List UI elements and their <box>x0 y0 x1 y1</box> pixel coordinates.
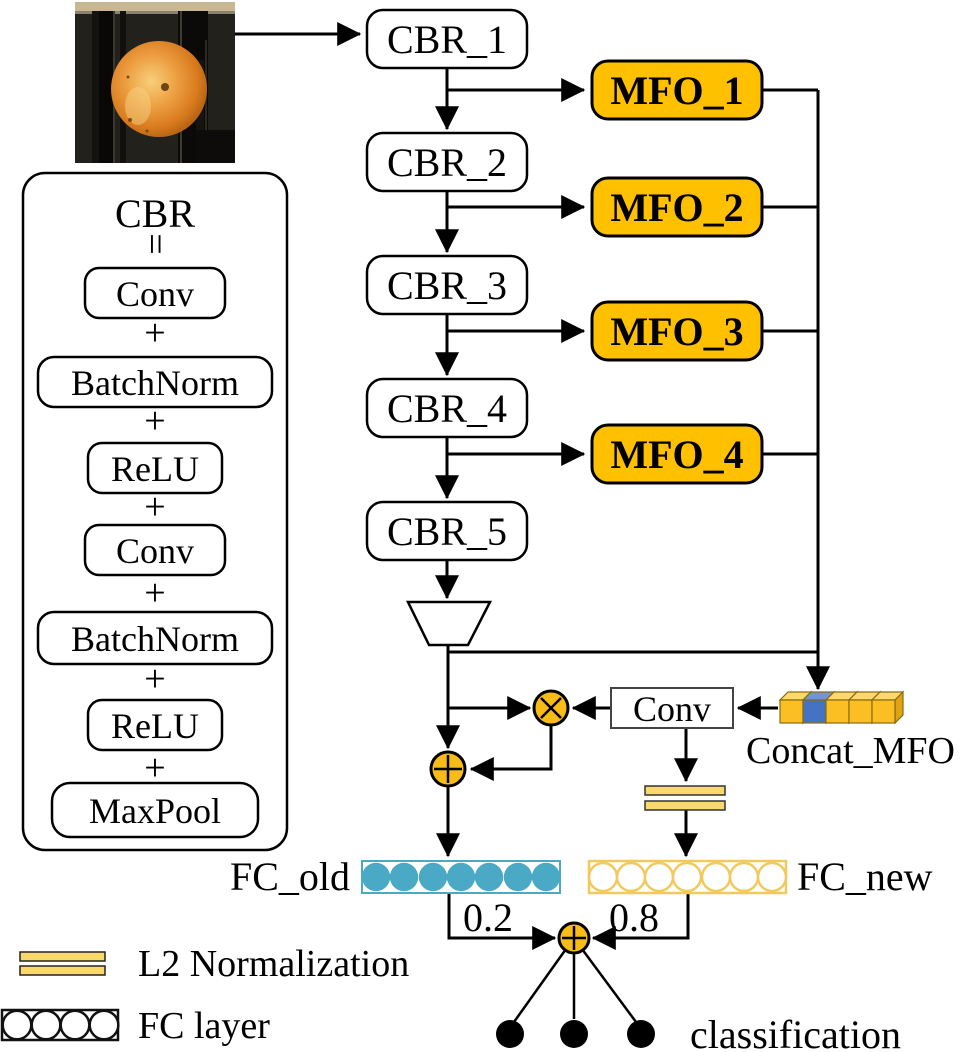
legend-pill-maxpool <box>50 781 260 839</box>
plus-sign-3: + <box>144 486 165 528</box>
cbr-legend-box: CBR = Conv + BatchNorm + ReLU + Conv + B… <box>21 171 289 852</box>
weight-new-label: 0.8 <box>609 895 659 940</box>
equals-sign: = <box>134 233 176 254</box>
legend-label-relu-1: ReLU <box>111 449 199 489</box>
global-pool-trapezoid <box>405 600 493 647</box>
legend-label-batchnorm-2: BatchNorm <box>71 619 239 659</box>
classification-label: classification <box>690 1012 901 1052</box>
legend-label-conv-1: Conv <box>116 274 194 314</box>
cbr-chain: CBR_1 CBR_2 CBR_3 CBR_4 CBR_5 <box>365 8 529 562</box>
add-icon <box>429 750 467 788</box>
legend-label-conv-2: Conv <box>116 531 194 571</box>
connectors <box>235 22 830 1023</box>
node-mfo-2-label: MFO_2 <box>610 185 743 230</box>
node-cbr-2-label: CBR_2 <box>387 140 507 185</box>
weight-old-label: 0.2 <box>463 895 513 940</box>
plus-sign-5: + <box>144 658 165 700</box>
cube-5 <box>870 690 905 725</box>
node-mfo-1-label: MFO_1 <box>610 68 743 113</box>
node-cbr-1-label: CBR_1 <box>387 17 507 62</box>
node-cbr-5 <box>365 500 529 562</box>
l2-legend-icon <box>19 951 106 976</box>
line-to-class-dot-3 <box>580 948 638 1023</box>
legend-label-relu-2: ReLU <box>111 706 199 746</box>
node-cbr-4-label: CBR_4 <box>387 386 507 431</box>
mfo-blocks: MFO_1 MFO_2 MFO_3 MFO_4 <box>590 59 764 485</box>
class-dot-3 <box>627 1020 655 1048</box>
l2-norm-icon <box>644 785 726 811</box>
legend-pill-batchnorm-1 <box>36 355 274 409</box>
multiply-icon <box>532 689 570 727</box>
legend-pill-conv-1 <box>83 266 227 320</box>
l2-legend-label: L2 Normalization <box>138 943 409 985</box>
weighted-add-icon <box>557 921 591 955</box>
conv-node <box>610 687 734 729</box>
orange-fruit <box>111 41 207 137</box>
node-mfo-3-label: MFO_3 <box>610 309 743 354</box>
plus-sign-6: + <box>144 747 165 789</box>
node-cbr-4 <box>365 377 529 439</box>
arrow-fcnew-to-weighted-add <box>591 893 690 950</box>
legend-pill-relu-1 <box>86 441 224 495</box>
node-cbr-3-label: CBR_3 <box>387 263 507 308</box>
node-mfo-4 <box>590 423 764 485</box>
legend-pill-conv-2 <box>83 523 227 577</box>
node-mfo-3 <box>590 300 764 362</box>
legend-label-maxpool: MaxPool <box>89 791 221 831</box>
legend-label-batchnorm-1: BatchNorm <box>71 363 239 403</box>
legend-pill-relu-2 <box>86 698 224 752</box>
node-mfo-1 <box>590 59 764 121</box>
conv-node-label: Conv <box>633 689 711 729</box>
input-image <box>75 2 235 163</box>
node-cbr-5-label: CBR_5 <box>387 509 507 554</box>
node-mfo-2 <box>590 176 764 238</box>
fc-old-bar <box>361 860 561 894</box>
class-dot-2 <box>560 1020 588 1048</box>
concat-cubes <box>778 690 905 725</box>
plus-sign-2: + <box>144 400 165 442</box>
cbr-legend-title: CBR <box>115 191 195 236</box>
cbr-legend-border <box>21 171 289 852</box>
fc-old-label: FC_old <box>230 854 350 899</box>
fc-new-label: FC_new <box>797 854 933 899</box>
node-cbr-3 <box>365 254 529 316</box>
legend-pill-batchnorm-2 <box>36 610 274 666</box>
fc-legend-label: FC layer <box>138 1005 270 1047</box>
plus-sign-1: + <box>144 312 165 354</box>
node-cbr-2 <box>365 131 529 193</box>
arrow-fcold-to-weighted-add <box>447 893 557 950</box>
line-to-class-dot-1 <box>512 948 568 1023</box>
class-dot-1 <box>496 1020 524 1048</box>
classification-outputs <box>496 1020 655 1048</box>
node-mfo-4-label: MFO_4 <box>610 432 743 477</box>
node-cbr-1 <box>365 8 529 70</box>
arrow-multiply-to-add <box>469 725 553 781</box>
fc-new-bar <box>587 859 788 895</box>
fc-legend-icon <box>0 1008 120 1042</box>
plus-sign-4: + <box>144 572 165 614</box>
concat-mfo-label: Concat_MFO <box>746 730 955 772</box>
